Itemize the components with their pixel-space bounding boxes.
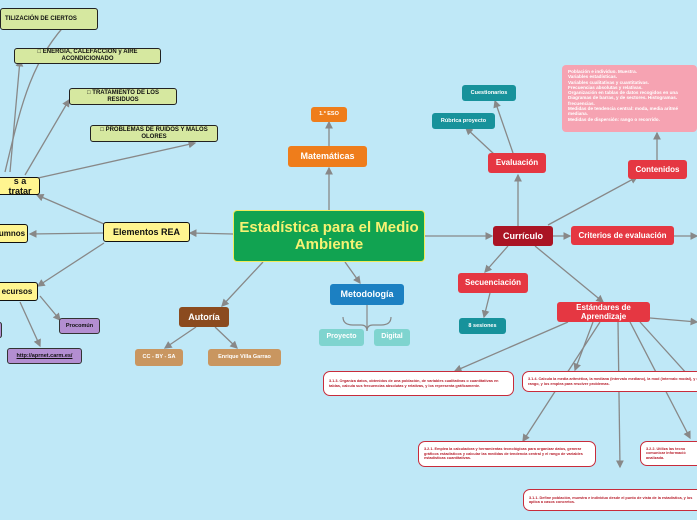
estandares-node[interactable]: Estándares de Aprendizaje: [557, 302, 650, 322]
standard-text: 3.2.1. Emplea la calculadora y herramien…: [424, 447, 583, 461]
node-label: Autoría: [188, 311, 220, 322]
node-label: Matemáticas: [300, 151, 355, 162]
node-label: Currículo: [502, 230, 543, 241]
node-label: Elementos REA: [112, 226, 181, 237]
contenidos-detail: Población e individuo. Muestra. Variable…: [562, 65, 697, 132]
node-label: Rúbrica proyecto: [440, 117, 487, 124]
procomun-link[interactable]: Procomún: [59, 318, 100, 334]
digital-node[interactable]: Digital: [374, 329, 410, 346]
standard-3-1-1[interactable]: 3.1.1. Define población, muestra e indiv…: [523, 489, 697, 511]
node-label: Estándares de Aprendizaje: [576, 302, 631, 321]
link-label: http://aprnet.carm.es/: [16, 352, 73, 359]
license-node[interactable]: CC - BY - SA: [135, 349, 183, 366]
standard-3-2-2[interactable]: 3.2.2. Utiliza las tecno comunicar infor…: [640, 441, 697, 466]
topic-energia[interactable]: □ ENERGÍA, CALEFACCIÓN y AIRE ACONDICION…: [14, 48, 161, 64]
standard-3-1-3[interactable]: 3.1.3. Organiza datos, obtenidos de una …: [323, 371, 514, 396]
node-label: Cuestionarios: [470, 89, 508, 96]
node-label: 8 sesiones: [468, 322, 497, 329]
proyecto-node[interactable]: Proyecto: [319, 329, 364, 346]
node-label: Digital: [381, 333, 403, 341]
eso-node[interactable]: 1.º ESO: [311, 107, 347, 122]
node-label: Secuenciación: [464, 278, 522, 288]
central-topic[interactable]: Estadística para el Medio Ambiente: [233, 210, 425, 262]
standard-3-1-4[interactable]: 3.1.4. Calcula la media aritmética, la m…: [522, 371, 697, 392]
topic-ruidos[interactable]: □ PROBLEMAS DE RUIDOS Y MALOS OLORES: [90, 125, 218, 142]
secuenciacion-node[interactable]: Secuenciación: [458, 273, 528, 293]
node-label: 1.º ESO: [319, 111, 339, 118]
topic-label: □ ENERGÍA, CALEFACCIÓN y AIRE ACONDICION…: [37, 49, 138, 62]
standard-3-2-1[interactable]: 3.2.1. Emplea la calculadora y herramien…: [418, 441, 596, 467]
standard-text: 3.1.3. Organiza datos, obtenidos de una …: [329, 379, 499, 388]
criterios-node[interactable]: Criterios de evaluación: [571, 226, 674, 245]
contenidos-node[interactable]: Contenidos: [628, 160, 687, 179]
central-title: Estadística para el Medio Ambiente: [239, 218, 419, 253]
node-label: Enrique Villa Garrao: [218, 354, 271, 361]
link-label: Procomún: [65, 322, 94, 329]
node-label: Metodología: [340, 289, 394, 300]
topic-label: TILIZACIÓN DE CIERTOS: [5, 15, 77, 22]
node-label: ecursos: [1, 286, 33, 296]
elementos-rea-node[interactable]: Elementos REA: [103, 222, 190, 242]
topic-label: □ TRATAMIENTO DE LOS RESIDUOS: [87, 89, 159, 103]
standard-text: 3.2.2. Utiliza las tecno comunicar infor…: [646, 446, 686, 460]
evaluacion-node[interactable]: Evaluación: [488, 153, 546, 173]
node-label: Evaluación: [495, 158, 539, 168]
contenidos-text: Población e individuo. Muestra. Variable…: [568, 69, 679, 122]
aprnet-link[interactable]: http://aprnet.carm.es/: [7, 348, 82, 364]
topic-utilizacion[interactable]: TILIZACIÓN DE CIERTOS: [0, 8, 98, 30]
topic-label: □ PROBLEMAS DE RUIDOS Y MALOS OLORES: [100, 126, 208, 140]
topic-residuos[interactable]: □ TRATAMIENTO DE LOS RESIDUOS: [69, 88, 177, 105]
node-label: Proyecto: [326, 333, 357, 341]
alumnos-node[interactable]: umnos: [0, 224, 28, 243]
cuestionarios-node[interactable]: Cuestionarios: [462, 85, 516, 101]
curriculo-node[interactable]: Currículo: [493, 226, 553, 246]
node-label: Contenidos: [635, 164, 680, 174]
node-label: CC - BY - SA: [142, 354, 176, 361]
standard-text: 3.1.1. Define población, muestra e indiv…: [529, 495, 693, 504]
standard-text: 3.1.4. Calcula la media aritmética, la m…: [528, 377, 697, 386]
node-label: Criterios de evaluación: [578, 230, 667, 240]
author-node[interactable]: Enrique Villa Garrao: [208, 349, 281, 366]
temas-a-tratar-node[interactable]: s a tratar: [0, 177, 40, 195]
sesiones-node[interactable]: 8 sesiones: [459, 318, 506, 334]
rubrica-node[interactable]: Rúbrica proyecto: [432, 113, 495, 129]
node-label: umnos: [0, 228, 26, 238]
autoria-node[interactable]: Autoría: [179, 307, 229, 327]
node-label: s a tratar: [8, 177, 32, 195]
recursos-node[interactable]: ecursos: [0, 282, 38, 301]
matematicas-node[interactable]: Matemáticas: [288, 146, 367, 167]
recurso-stub[interactable]: [0, 322, 2, 338]
metodologia-node[interactable]: Metodología: [330, 284, 404, 305]
